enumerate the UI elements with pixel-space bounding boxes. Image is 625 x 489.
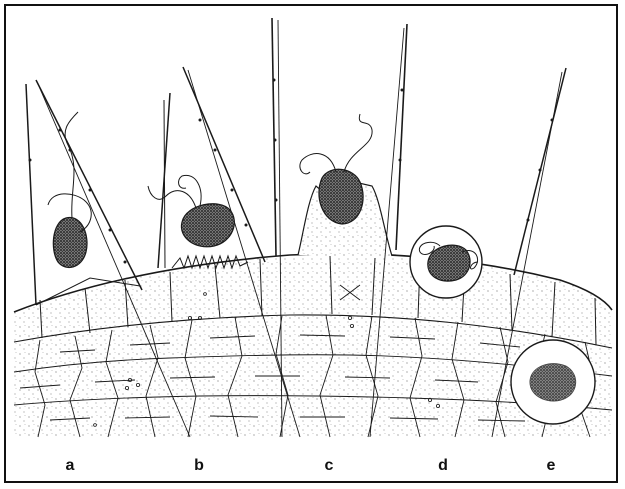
protozoan-b: [148, 175, 234, 246]
label-b: b: [194, 457, 204, 475]
label-c: c: [325, 457, 334, 475]
label-a: a: [66, 457, 75, 475]
cyst-e: [530, 364, 576, 401]
label-e: e: [547, 457, 556, 475]
protozoan-a: [48, 112, 91, 267]
bubble-d: [410, 226, 482, 298]
label-d: d: [438, 457, 448, 475]
bubble-e: [511, 340, 595, 424]
